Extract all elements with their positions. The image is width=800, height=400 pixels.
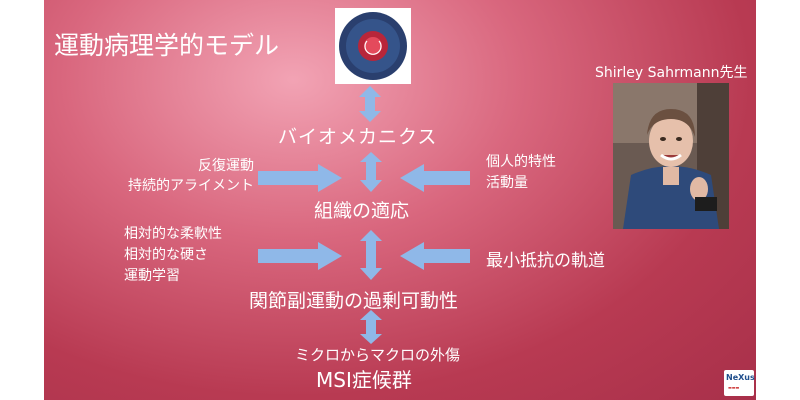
left-arrow-icon bbox=[400, 164, 470, 192]
teacher-name: Shirley Sahrmann先生 bbox=[595, 62, 747, 82]
left-arrow-icon bbox=[400, 242, 470, 270]
joint-hypermobility-label: 関節副運動の過剰可動性 bbox=[249, 286, 458, 313]
factor-personal-traits: 個人的特性 bbox=[486, 152, 556, 173]
biomechanics-label: バイオメカニクス bbox=[278, 122, 437, 149]
double-arrow-icon bbox=[360, 152, 382, 192]
left-upper-factors: 反復運動 持続的アライメント bbox=[128, 156, 254, 196]
nexus-logo: NeXus ▬▬▬ bbox=[724, 370, 754, 396]
factor-repetitive-movement: 反復運動 bbox=[128, 156, 254, 176]
right-arrow-icon bbox=[258, 242, 342, 270]
factor-sustained-alignment: 持続的アライメント bbox=[128, 176, 254, 196]
msi-syndrome-label: MSI症候群 bbox=[316, 364, 412, 393]
factor-motor-learning: 運動学習 bbox=[124, 266, 222, 287]
left-lower-factors: 相対的な柔軟性 相対的な硬さ 運動学習 bbox=[124, 224, 222, 287]
right-arrow-icon bbox=[258, 164, 342, 192]
path-of-least-resistance-label: 最小抵抗の軌道 bbox=[486, 246, 605, 271]
micro-macro-trauma-label: ミクロからマクロの外傷 bbox=[295, 344, 460, 365]
double-arrow-icon bbox=[360, 310, 382, 344]
right-upper-factors: 個人的特性 活動量 bbox=[486, 152, 556, 194]
slide: 運動病理学的モデル bbox=[44, 0, 756, 400]
logo-mark: ▬▬▬ bbox=[728, 385, 739, 390]
tissue-adaptation-label: 組織の適応 bbox=[314, 196, 409, 223]
double-arrow-icon bbox=[359, 86, 381, 122]
logo-text: NeXus bbox=[726, 373, 755, 382]
factor-activity-level: 活動量 bbox=[486, 173, 556, 194]
factor-relative-stiffness: 相対的な硬さ bbox=[124, 245, 222, 266]
double-arrow-icon bbox=[360, 230, 382, 280]
factor-relative-flexibility: 相対的な柔軟性 bbox=[124, 224, 222, 245]
